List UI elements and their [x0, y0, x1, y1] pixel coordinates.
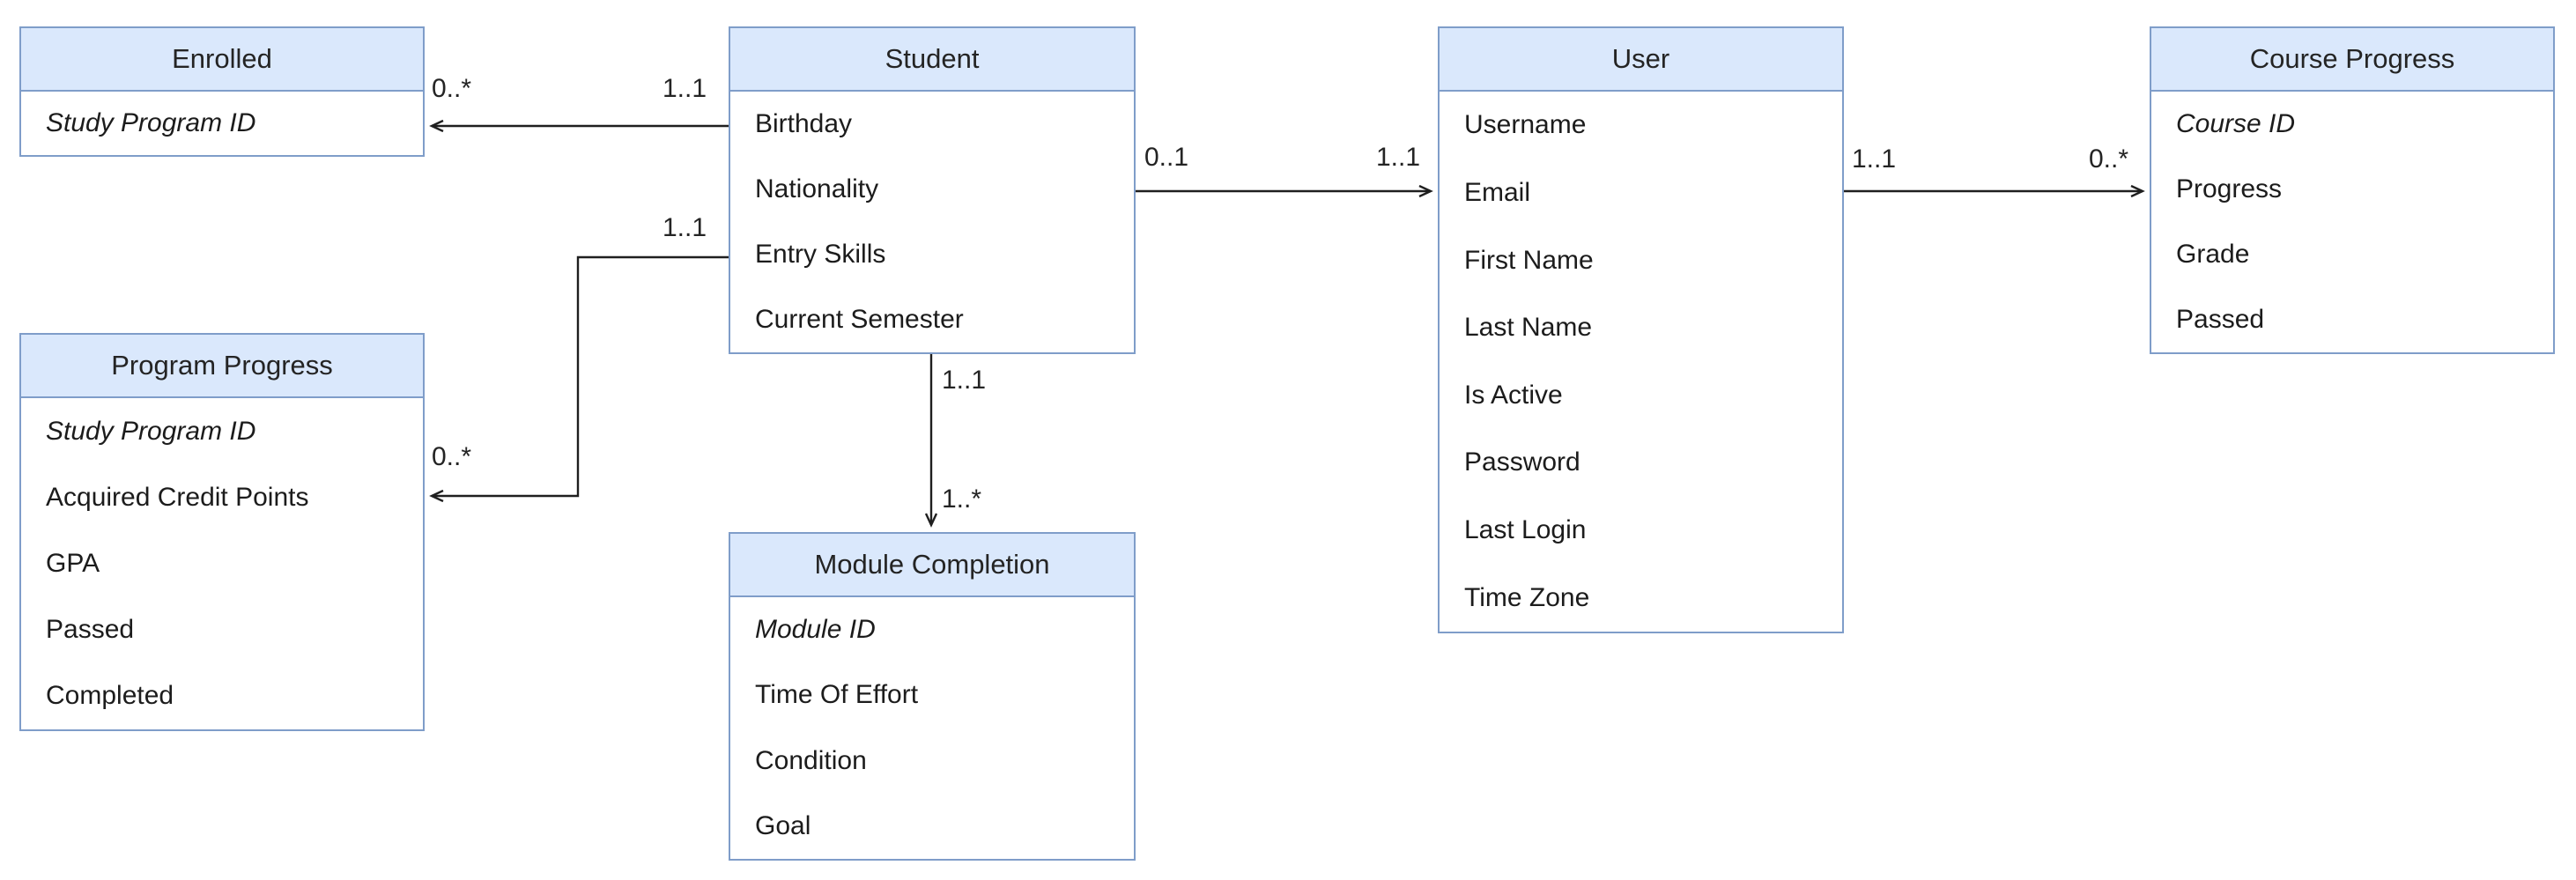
entity-user-attributes: Username Email First Name Last Name Is A… [1440, 92, 1842, 632]
attribute-row: Passed [2176, 305, 2265, 334]
attribute-row: Email [1464, 177, 1531, 207]
connector-student-program-progress [432, 255, 729, 496]
attribute-row: Completed [46, 681, 174, 711]
entity-enrolled-attributes: Study Program ID [21, 92, 423, 155]
attribute-row: Passed [46, 615, 135, 645]
entity-program-progress-attributes: Study Program ID Acquired Credit Points … [21, 398, 423, 729]
attribute-row: Is Active [1464, 380, 1563, 410]
cardinality-label: 0..* [2089, 144, 2129, 174]
attribute-row: First Name [1464, 245, 1594, 275]
entity-enrolled: Enrolled Study Program ID [19, 26, 425, 157]
entity-student-attributes: Birthday Nationality Entry Skills Curren… [730, 92, 1134, 352]
attribute-row: Grade [2176, 240, 2250, 269]
attribute-row: Username [1464, 110, 1587, 140]
attribute-row: Module ID [755, 615, 876, 645]
cardinality-label: 1..1 [663, 74, 707, 103]
attribute-row: Condition [755, 745, 867, 775]
attribute-row: Goal [755, 810, 811, 840]
cardinality-label: 0..* [432, 74, 472, 103]
attribute-row: Course ID [2176, 109, 2296, 138]
entity-student: Student Birthday Nationality Entry Skill… [729, 26, 1136, 354]
cardinality-label: 0..1 [1144, 143, 1189, 172]
entity-user-title: User [1440, 28, 1842, 92]
entity-course-progress-title: Course Progress [2151, 28, 2553, 92]
attribute-row: Progress [2176, 174, 2283, 203]
entity-course-progress-attributes: Course ID Progress Grade Passed [2151, 92, 2553, 352]
entity-program-progress: Program Progress Study Program ID Acquir… [19, 333, 425, 731]
cardinality-label: 1..* [942, 484, 982, 514]
cardinality-label: 1..1 [1852, 144, 1897, 174]
attribute-row: Last Login [1464, 515, 1587, 545]
entity-program-progress-title: Program Progress [21, 335, 423, 398]
entity-module-completion: Module Completion Module ID Time Of Effo… [729, 532, 1136, 861]
attribute-row: Current Semester [755, 305, 964, 334]
entity-module-completion-attributes: Module ID Time Of Effort Condition Goal [730, 597, 1134, 859]
attribute-row: Entry Skills [755, 240, 886, 269]
entity-enrolled-title: Enrolled [21, 28, 423, 92]
entity-course-progress: Course Progress Course ID Progress Grade… [2150, 26, 2555, 354]
entity-module-completion-title: Module Completion [730, 534, 1134, 597]
attribute-row: Password [1464, 447, 1580, 477]
cardinality-label: 1..1 [942, 366, 987, 395]
attribute-row: GPA [46, 549, 100, 578]
cardinality-label: 0..* [432, 442, 472, 471]
entity-user: User Username Email First Name Last Name… [1438, 26, 1844, 633]
attribute-row: Last Name [1464, 313, 1593, 343]
cardinality-label: 1..1 [663, 213, 707, 242]
attribute-row: Nationality [755, 174, 879, 203]
attribute-row: Study Program ID [46, 416, 256, 446]
attribute-row: Time Zone [1464, 582, 1590, 612]
attribute-row: Time Of Effort [755, 680, 919, 710]
attribute-row: Study Program ID [46, 108, 256, 137]
cardinality-label: 1..1 [1376, 143, 1421, 172]
attribute-row: Birthday [755, 109, 853, 138]
attribute-row: Acquired Credit Points [46, 482, 309, 512]
entity-student-title: Student [730, 28, 1134, 92]
